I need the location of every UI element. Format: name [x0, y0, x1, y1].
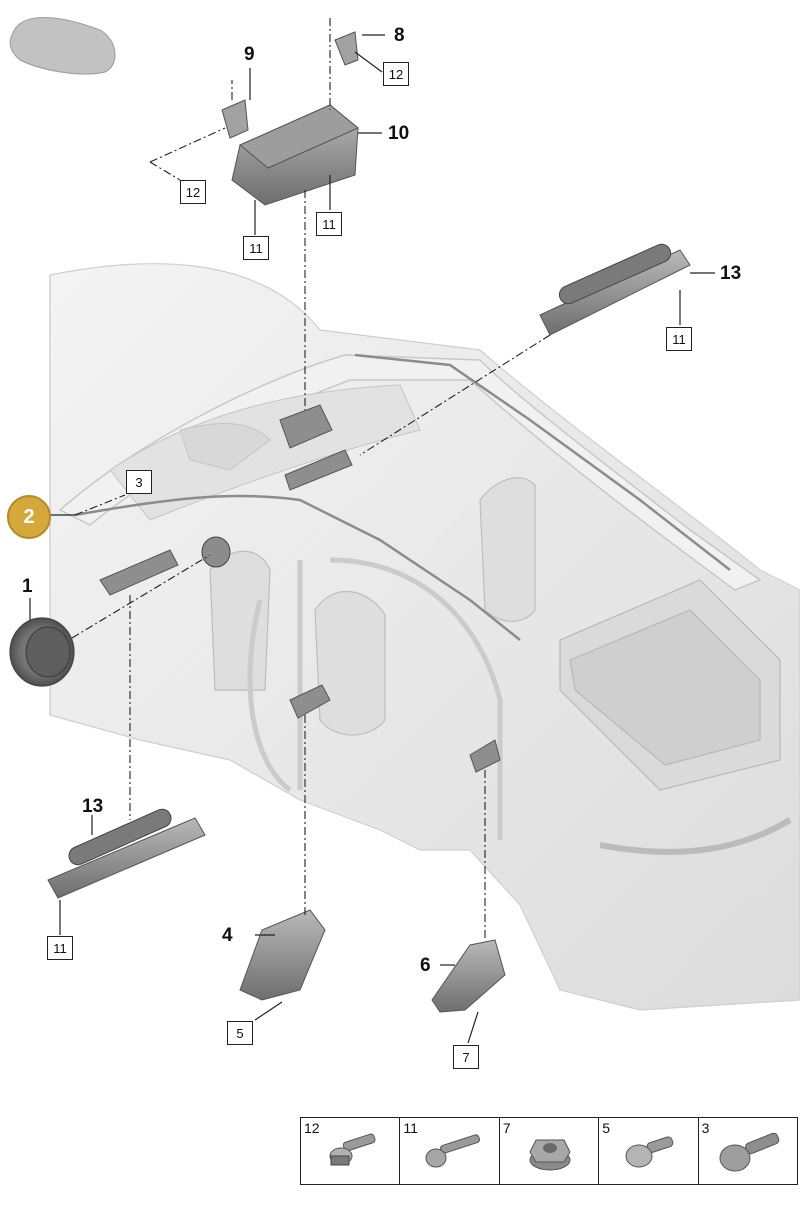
bracket-8: [334, 31, 359, 66]
legend-cell-11[interactable]: 11: [400, 1118, 500, 1184]
callout-6: 6: [420, 955, 431, 976]
legend-cell-7[interactable]: 7: [500, 1118, 600, 1184]
legend-cell-3[interactable]: 3: [699, 1118, 797, 1184]
ref-box-12-lower: 12: [180, 180, 206, 204]
ref-box-5: 5: [227, 1021, 253, 1045]
rear-hatch: [559, 579, 781, 791]
ref-box-12-upper: 12: [383, 62, 409, 86]
thumbnail-shape: [9, 17, 116, 75]
callout-13-lower: 13: [82, 796, 104, 817]
callout-13-upper: 13: [720, 263, 742, 284]
legend-label: 3: [701, 1120, 710, 1136]
bracket-9: [221, 99, 249, 139]
side-airbag-front: [239, 909, 326, 1001]
fastener-legend: 12 11 7 5 3: [300, 1117, 798, 1185]
torx-screw-icon: [625, 1136, 674, 1168]
rear-light-bar: [599, 817, 792, 855]
callout-8: 8: [394, 25, 405, 46]
seats: [209, 477, 536, 736]
callout-9: 9: [244, 44, 255, 65]
legend-label: 7: [502, 1120, 511, 1136]
callout-4: 4: [222, 925, 233, 946]
pan-head-screw-icon: [719, 1132, 779, 1172]
legend-label: 12: [304, 1120, 320, 1136]
ref-box-3: 3: [126, 470, 152, 494]
side-airbag-rear: [431, 939, 506, 1013]
ref-box-11-c: 11: [666, 327, 692, 351]
door-frames: [247, 557, 503, 840]
dashboard: [109, 384, 421, 521]
flange-nut-icon: [529, 1139, 571, 1171]
legend-label: 11: [403, 1120, 418, 1136]
passenger-airbag-module: [231, 104, 359, 206]
callout-10: 10: [388, 123, 410, 144]
ref-box-11-d: 11: [47, 936, 73, 960]
ref-box-11-b: 11: [316, 212, 342, 236]
flange-bolt-icon: [329, 1133, 376, 1166]
shoulder-bolt-icon: [425, 1134, 481, 1168]
ref-box-7: 7: [453, 1045, 479, 1069]
assembly-lines: [71, 18, 551, 940]
installed-modules: [99, 404, 501, 773]
callout-1: 1: [22, 576, 33, 597]
driver-airbag-disc: [9, 617, 75, 687]
legend-cell-5[interactable]: 5: [599, 1118, 699, 1184]
ref-box-11-a: 11: [243, 236, 269, 260]
callout-2-selected[interactable]: 2: [7, 495, 51, 539]
curtain-airbag: [74, 353, 731, 641]
knee-airbag-lower: [47, 808, 206, 899]
legend-cell-12[interactable]: 12: [301, 1118, 401, 1184]
driver-airbag-installed: [201, 536, 231, 568]
knee-airbag-upper: [539, 243, 691, 336]
legend-label: 5: [602, 1120, 611, 1136]
